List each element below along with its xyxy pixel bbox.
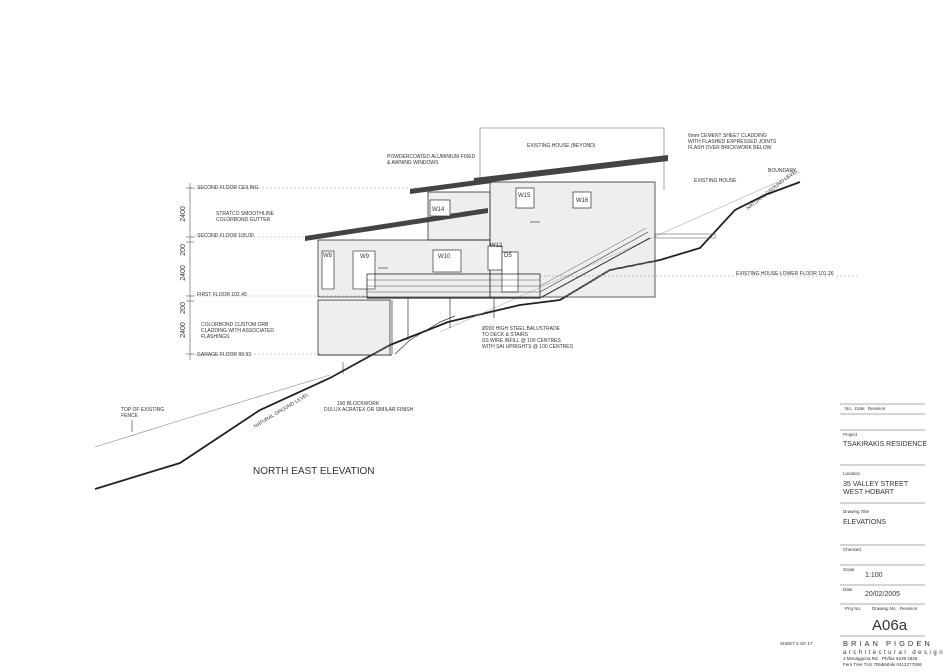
tb-location-label: Location xyxy=(843,471,861,476)
window-w15 xyxy=(515,187,535,209)
note-stratco-2: COLORBOND GUTTER xyxy=(216,217,271,223)
note-existing-lower-floor: EXISTING HOUSE LOWER FLOOR 101.26 xyxy=(736,271,834,277)
tb-rev-date-label: Date xyxy=(855,406,865,411)
note-existing-house-beyond: EXISTING HOUSE (BEYOND) xyxy=(527,143,596,149)
tb-drawing-number: A06a xyxy=(872,617,908,634)
note-natural-ground-upper: NATURAL GROUND LEVEL xyxy=(746,168,800,212)
label-d5: D5 xyxy=(504,253,512,259)
tb-revision-label: Revision xyxy=(900,606,918,611)
note-balustrade-3: SS WIRE INFILL @ 100 CENTRES xyxy=(482,338,561,344)
window-w14 xyxy=(429,199,451,217)
note-existing-house: EXISTING HOUSE xyxy=(694,178,737,184)
understructure xyxy=(318,298,495,356)
tb-address: 3 Menaggona Rd. xyxy=(843,656,879,661)
label-w8: W8 xyxy=(323,253,333,259)
title-block xyxy=(840,403,925,637)
tb-date: 20/02/2005 xyxy=(865,591,900,598)
note-balustrade-4: WITH SAI UPRIGHTS @ 100 CENTRES xyxy=(482,344,574,350)
dimension-1: 2400 xyxy=(180,206,187,222)
window-w16 xyxy=(572,191,592,209)
tb-date-label: Date xyxy=(843,587,853,592)
tb-rev-revision-label: Revision xyxy=(868,406,886,411)
dimension-3: 2400 xyxy=(180,265,187,281)
window-w8 xyxy=(321,250,335,290)
label-w10: W10 xyxy=(438,254,451,260)
tb-phone: Ph/fax 6239 1926 xyxy=(882,656,918,661)
dimension-string xyxy=(186,183,194,360)
leader-arrows xyxy=(131,221,540,432)
tb-location-line1: 35 VALLEY STREET xyxy=(843,481,909,488)
sheet-number: SHEET 6 OF 17 xyxy=(780,641,813,646)
label-w14: W14 xyxy=(432,207,445,213)
tb-project-no-label: Proj No. xyxy=(845,606,861,611)
roof-top xyxy=(410,178,492,194)
dimension-2: 200 xyxy=(180,244,187,256)
level-first-floor: FIRST FLOOR 102.40 xyxy=(197,292,247,298)
window-w10 xyxy=(432,249,462,273)
tb-drawing-title: ELEVATIONS xyxy=(843,519,886,526)
note-cement-1: 6mm CEMENT SHEET CLADDING xyxy=(688,133,767,139)
drawing-title: NORTH EAST ELEVATION xyxy=(253,466,375,477)
tb-location-line2: WEST HOBART xyxy=(843,489,895,496)
level-garage-floor: GARAGE FLOOR 99.93 xyxy=(197,352,251,358)
note-colorbond-1: COLORBOND CUSTOM ORB xyxy=(201,322,269,328)
note-top-fence-1: TOP OF EXISTING xyxy=(121,407,164,413)
natural-ground-line xyxy=(94,181,801,490)
dimension-5: 2400 xyxy=(180,322,187,338)
note-natural-ground-lower: NATURAL GROUND LEVEL xyxy=(253,392,311,430)
note-cement-2: WITH FLASHED EXPRESSED JOINTS xyxy=(688,139,777,145)
window-w12 xyxy=(487,245,503,271)
label-w12: W12 xyxy=(490,243,503,249)
note-colorbond-3: FLASHINGS xyxy=(201,334,230,340)
garage-wall xyxy=(317,299,391,356)
tb-project-label: Project xyxy=(843,432,858,437)
level-second-floor-ceiling: SECOND FLOOR CEILING xyxy=(197,185,259,191)
tb-mobile: Mobile 0412277069 xyxy=(882,662,922,667)
middle-wall xyxy=(317,239,491,298)
note-balustrade-2: TO DECK & STAIRS xyxy=(482,332,529,338)
tb-drawing-title-label: Drawing Title xyxy=(843,509,870,514)
label-w15: W15 xyxy=(518,193,531,199)
house xyxy=(305,155,668,356)
window-w9 xyxy=(352,250,376,290)
level-second-floor: SECOND FLOOR 105.00 xyxy=(197,233,254,239)
tb-drawing-no-label: Drawing No. xyxy=(872,606,897,611)
note-boundary: BOUNDARY xyxy=(768,168,797,174)
tb-project: TSAKIRAKIS RESIDENCE xyxy=(843,441,927,448)
note-stratco-1: STRATCO SMOOTHLINE xyxy=(216,211,275,217)
tb-scale-label: Scale xyxy=(843,567,855,572)
tb-suburb: Fern Tree TAS 7054 xyxy=(843,662,884,667)
note-powdercoated-2: & AWNING WINDOWS xyxy=(387,160,439,166)
deck-balustrade xyxy=(366,227,651,299)
tb-rev-no-label: No. xyxy=(845,406,852,411)
tb-brand-name: BRIAN PIGDEN xyxy=(843,639,933,648)
note-balustrade-1: Ø200 HIGH STEEL BALUSTRADE xyxy=(482,326,561,332)
label-w9: W9 xyxy=(360,254,370,260)
dimension-4: 200 xyxy=(180,302,187,314)
note-blockwork-1: 190 BLOCKWORK xyxy=(337,401,380,407)
note-blockwork-2: DULUX ACRATEX OR SIMILAR FINISH xyxy=(324,407,414,413)
tb-scale: 1:100 xyxy=(865,572,883,579)
tb-brand-sub: architectural design xyxy=(843,650,945,656)
note-cement-3: FLASH OVER BRICKWORK BELOW xyxy=(688,145,772,151)
note-colorbond-2: CLADDING WITH ASSOCIATED xyxy=(201,328,274,334)
label-w16: W16 xyxy=(576,198,589,204)
roof-upper xyxy=(474,155,668,184)
note-powdercoated-1: POWDERCOATED ALUMINIUM FIXED xyxy=(387,154,476,160)
tb-checked-label: Checked xyxy=(843,547,861,552)
existing-fence-line xyxy=(94,374,331,448)
note-top-fence-2: FENCE xyxy=(121,413,139,419)
